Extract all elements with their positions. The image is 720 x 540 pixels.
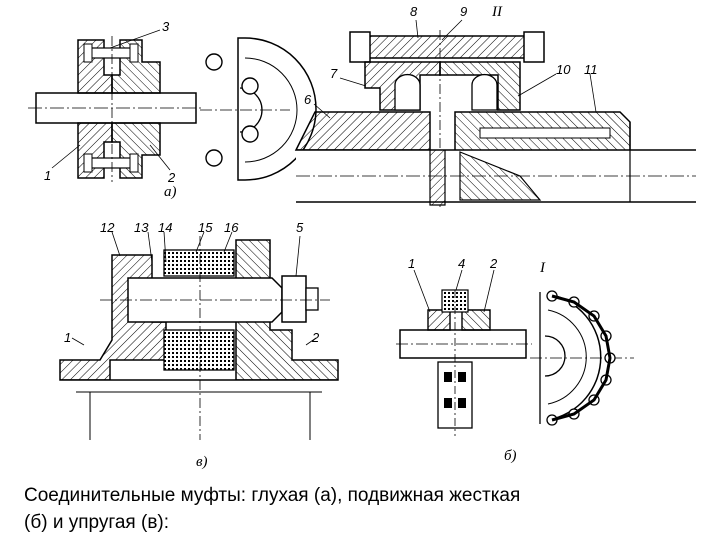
roman-II: II: [491, 4, 503, 20]
label-9: 9: [460, 4, 467, 19]
label-a-2: 2: [167, 170, 176, 185]
chain-links-end-view: [546, 290, 616, 426]
label-8: 8: [410, 4, 418, 19]
shaft-left: [294, 111, 431, 151]
label-a-1: 1: [44, 168, 51, 183]
label-b-2: 2: [489, 256, 498, 271]
label-5: 5: [296, 220, 304, 235]
label-7: 7: [330, 66, 338, 81]
hub-right: [439, 61, 521, 111]
label-15: 15: [198, 220, 213, 235]
sprocket-right: [461, 309, 491, 331]
caption-line-1: Соединительные муфты: глухая (а), подвиж…: [24, 485, 521, 506]
sprocket-left: [427, 309, 451, 331]
rubber-rings-bottom: [163, 329, 235, 371]
label-b-1: 1: [408, 256, 415, 271]
rubber-rings-top: [163, 249, 235, 277]
view-v-elastic-coupling: 12 13 14 15 16 5 1 2 в): [59, 220, 339, 470]
label-a-3: 3: [162, 19, 170, 34]
label-c-1: 1: [64, 330, 71, 345]
label-c-2: 2: [311, 330, 320, 345]
caption-line-2: (б) и упругая (в):: [24, 512, 170, 533]
view-a-rigid-coupling: 3 1 2 а): [28, 19, 317, 200]
label-16: 16: [224, 220, 239, 235]
roman-I: I: [539, 260, 546, 276]
view-b-chain-coupling: 1 4 2 б) I: [396, 256, 634, 464]
figure-caption: Соединительные муфты: глухая (а), подвиж…: [24, 482, 714, 536]
label-11: 11: [584, 62, 598, 77]
sublabel-b: б): [504, 448, 517, 464]
view-b-section-detail: 8 9 II 7 6 10 11: [294, 4, 696, 210]
label-14: 14: [158, 220, 172, 235]
label-6: 6: [304, 92, 312, 107]
nut: [281, 275, 307, 323]
label-12: 12: [100, 220, 115, 235]
stud: [351, 35, 543, 59]
sublabel-v: в): [196, 454, 208, 470]
label-13: 13: [134, 220, 149, 235]
coupling-drawings: 3 1 2 а) 8 9 II: [28, 4, 696, 470]
bolt: [85, 47, 137, 59]
label-b-4: 4: [458, 256, 465, 271]
sublabel-a: а): [164, 184, 177, 200]
label-10: 10: [556, 62, 571, 77]
